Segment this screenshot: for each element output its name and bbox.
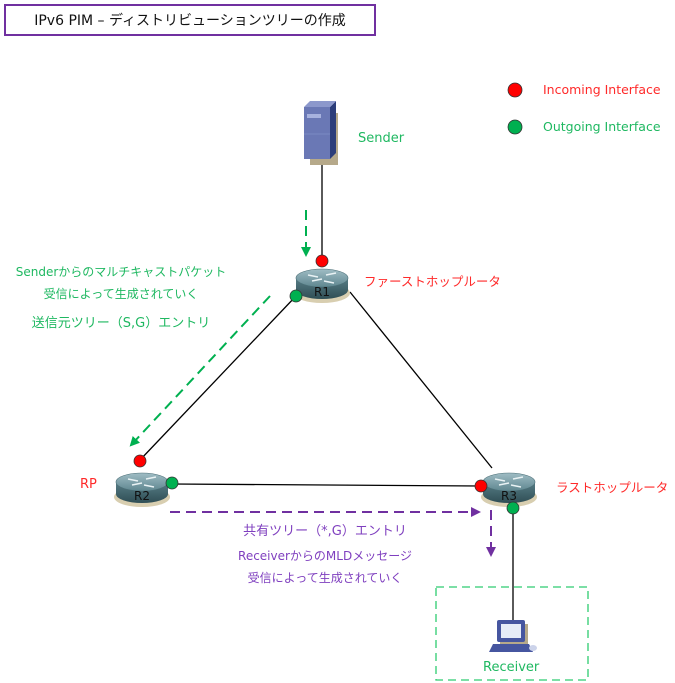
legend-incoming-label: Incoming Interface [543, 82, 661, 97]
legend-outgoing-dot [507, 119, 523, 135]
r2-outgoing-dot [165, 476, 179, 490]
r1-role-label: ファーストホップルータ [364, 274, 501, 289]
shared-tree-desc-line1: ReceiverからのMLDメッセージ [238, 549, 412, 563]
r3-role-label: ラストホップルータ [556, 480, 669, 495]
source-tree-desc-line2: 受信によって生成されていく [43, 287, 199, 301]
source-tree-arrow-2 [129, 295, 271, 447]
legend-incoming-dot [507, 82, 523, 98]
sender-label: Sender [358, 131, 405, 146]
r1-label: R1 [314, 285, 330, 299]
r3-incoming-dot [474, 479, 488, 493]
r2-label: R2 [134, 489, 150, 503]
source-tree-desc-line1: Senderからのマルチキャストパケット [15, 265, 227, 279]
diagram-title-text: IPv6 PIM – ディストリビューションツリーの作成 [34, 13, 346, 29]
link-r1-r2 [139, 295, 297, 461]
diagram-title: IPv6 PIM – ディストリビューションツリーの作成 [4, 4, 376, 36]
link-r2-r3 [171, 483, 481, 487]
r2-incoming-dot [133, 454, 147, 468]
shared-tree-desc-line2: 受信によって生成されていく [247, 571, 403, 585]
r3-label: R3 [501, 489, 517, 503]
sender-server-icon [304, 101, 338, 165]
receiver-label: Receiver [483, 660, 540, 675]
receiver-group-box [435, 586, 589, 681]
receiver-pc-icon [489, 620, 537, 652]
r1-outgoing-dot [289, 289, 303, 303]
shared-tree-entry: 共有ツリー（*,G）エントリ [243, 524, 407, 539]
legend-outgoing-label: Outgoing Interface [543, 119, 661, 134]
source-tree-entry: 送信元ツリー（S,G）エントリ [31, 316, 211, 331]
r2-role-label: RP [80, 477, 97, 492]
r1-incoming-dot [315, 254, 329, 268]
r3-outgoing-dot [506, 501, 520, 515]
link-r1-r3 [349, 291, 493, 469]
